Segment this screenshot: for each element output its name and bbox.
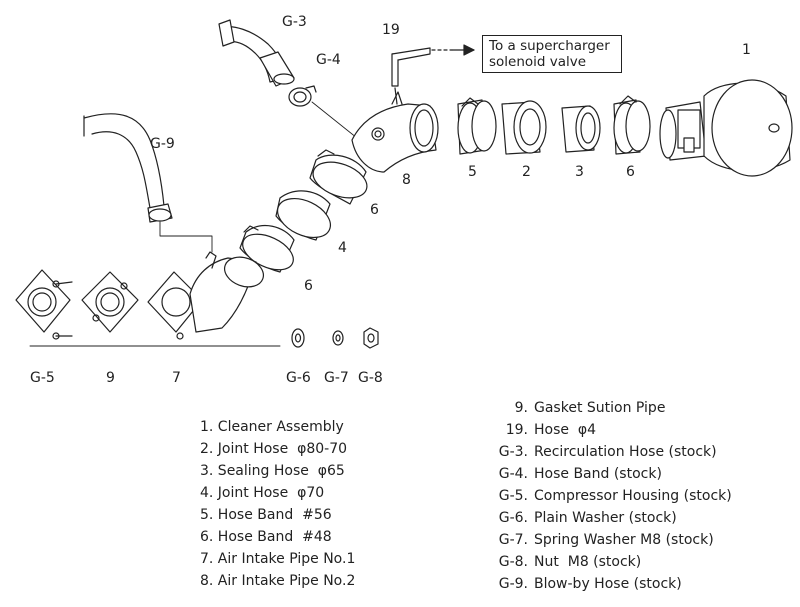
label-7: 7	[172, 370, 181, 386]
legend-text: Gasket Sution Pipe	[534, 400, 666, 416]
legend-item: G-5. Compressor Housing (stock)	[458, 485, 732, 507]
joint-hose-2	[501, 100, 547, 155]
callout-line2: solenoid valve	[489, 54, 587, 70]
legend-right: 9. Gasket Sution Pipe 19. Hose φ4 G-3. Reci…	[458, 397, 732, 595]
air-intake-pipe-no2	[351, 91, 439, 173]
label-g8: G-8	[358, 370, 383, 386]
gasket-suction-pipe-9	[81, 271, 139, 333]
nut-g8	[363, 327, 379, 349]
legend-code: G-4.	[498, 466, 528, 482]
legend-item: 7. Air Intake Pipe No.1	[200, 551, 356, 567]
label-2: 2	[522, 164, 531, 180]
recirculation-hose-g3	[218, 19, 295, 87]
hose-19	[391, 47, 431, 105]
legend-item: 6. Hose Band #48	[200, 529, 332, 545]
hose-band-6-lower	[239, 224, 295, 273]
legend-item: 3. Sealing Hose φ65	[200, 463, 345, 479]
legend-item: 8. Air Intake Pipe No.2	[200, 573, 356, 589]
legend-code: G-5.	[498, 488, 528, 504]
legend-text: Spring Washer M8 (stock)	[534, 532, 714, 548]
label-9: 9	[106, 370, 115, 386]
label-3: 3	[575, 164, 584, 180]
legend-text: Plain Washer (stock)	[534, 510, 677, 526]
legend-code: 9.	[514, 400, 528, 416]
label-g4: G-4	[316, 52, 341, 68]
legend-code: G-7.	[498, 532, 528, 548]
spring-washer-g7	[332, 330, 344, 346]
legend-text: Recirculation Hose (stock)	[534, 444, 717, 460]
air-intake-pipe-no1	[147, 251, 264, 340]
label-4: 4	[338, 240, 347, 256]
legend-code: G-6.	[498, 510, 528, 526]
legend-text: Nut M8 (stock)	[534, 554, 642, 570]
joint-hose-4	[275, 190, 331, 241]
hose-band-6-upper	[309, 149, 368, 205]
hose-band-6-right	[613, 95, 651, 155]
legend-item: G-7. Spring Washer M8 (stock)	[458, 529, 732, 551]
arrow	[431, 44, 475, 56]
legend-text: Compressor Housing (stock)	[534, 488, 732, 504]
legend-text: Hose Band (stock)	[534, 466, 662, 482]
callout-box: To a supercharger solenoid valve	[482, 35, 622, 73]
legend-item: G-3. Recirculation Hose (stock)	[458, 441, 732, 463]
label-g9: G-9	[150, 136, 175, 152]
legend-text: Hose φ4	[534, 422, 597, 438]
leader-line-g9	[159, 221, 213, 253]
label-g7: G-7	[324, 370, 349, 386]
callout-line1: To a supercharger	[489, 38, 610, 54]
label-g3: G-3	[282, 14, 307, 30]
label-6-right: 6	[626, 164, 635, 180]
legend-item: G-6. Plain Washer (stock)	[458, 507, 732, 529]
legend-text: Blow-by Hose (stock)	[534, 576, 682, 592]
cleaner-assembly	[659, 79, 793, 177]
legend-item: 1. Cleaner Assembly	[200, 419, 344, 435]
label-8: 8	[402, 172, 411, 188]
legend-item: 4. Joint Hose φ70	[200, 485, 325, 501]
legend-item: G-8. Nut M8 (stock)	[458, 551, 732, 573]
label-6-lower: 6	[304, 278, 313, 294]
legend-code: G-9.	[498, 576, 528, 592]
blow-by-hose-g9	[83, 113, 173, 223]
legend-code: G-3.	[498, 444, 528, 460]
legend-item: 5. Hose Band #56	[200, 507, 332, 523]
label-1: 1	[742, 42, 751, 58]
label-6-upper: 6	[370, 202, 379, 218]
legend-item: 9. Gasket Sution Pipe	[458, 397, 732, 419]
legend-code: G-8.	[498, 554, 528, 570]
hose-band-5	[457, 97, 497, 155]
plain-washer-g6	[291, 328, 305, 348]
label-5: 5	[468, 164, 477, 180]
legend-item: G-9. Blow-by Hose (stock)	[458, 573, 732, 595]
legend-item: 19. Hose φ4	[458, 419, 732, 441]
legend-item: G-4. Hose Band (stock)	[458, 463, 732, 485]
hose-band-g4	[288, 85, 317, 107]
legend-item: 2. Joint Hose φ80-70	[200, 441, 348, 457]
legend-code: 19.	[505, 422, 528, 438]
label-g5: G-5	[30, 370, 55, 386]
label-g6: G-6	[286, 370, 311, 386]
compressor-housing-g5	[15, 269, 73, 340]
label-19: 19	[382, 22, 400, 38]
legend-left: 1. Cleaner Assembly 2. Joint Hose φ80-70…	[200, 416, 355, 592]
sealing-hose-3	[561, 105, 601, 153]
